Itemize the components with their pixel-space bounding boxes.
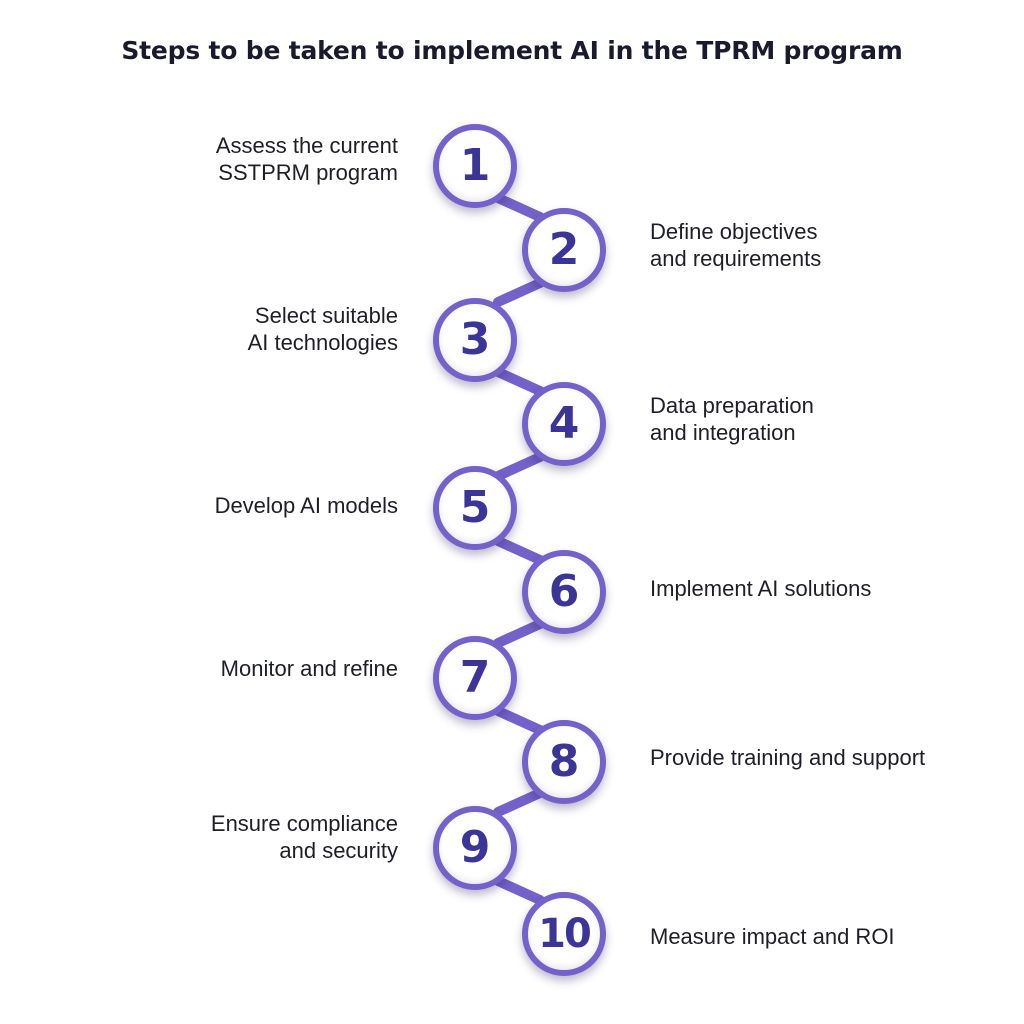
- connector-6-7: [493, 619, 545, 648]
- step-3-circle: 3: [433, 298, 517, 382]
- step-2-label: Define objectives and requirements: [650, 218, 821, 272]
- connector-4-5: [493, 452, 545, 481]
- step-1-label: Assess the current SSTPRM program: [216, 132, 398, 186]
- step-7-number: 7: [459, 652, 491, 703]
- step-8-label: Provide training and support: [650, 744, 925, 771]
- step-1-circle: 1: [433, 124, 517, 208]
- step-6-circle: 6: [522, 550, 606, 634]
- step-4-label: Data preparation and integration: [650, 392, 814, 446]
- step-6-label-line-1: Implement AI solutions: [650, 576, 872, 601]
- step-3-label: Select suitable AI technologies: [248, 302, 398, 356]
- step-2-number: 2: [548, 224, 580, 275]
- step-2-circle: 2: [522, 208, 606, 292]
- step-5-label: Develop AI models: [215, 492, 398, 519]
- step-5-label-line-1: Develop AI models: [214, 493, 398, 518]
- step-1-label-line-1: Assess the current: [215, 133, 398, 158]
- step-10-label-line-1: Measure impact and ROI: [650, 924, 895, 949]
- step-9-label-line-1: Ensure compliance: [210, 811, 398, 836]
- connector-9-10: [493, 876, 545, 905]
- step-9-circle: 9: [433, 806, 517, 890]
- step-9-label-line-2: and security: [279, 838, 398, 863]
- step-4-number: 4: [548, 398, 580, 449]
- step-5-circle: 5: [433, 466, 517, 550]
- step-7-circle: 7: [433, 636, 517, 720]
- step-7-label: Monitor and refine: [221, 655, 398, 682]
- step-10-number: 10: [538, 911, 592, 957]
- connector-8-9: [493, 788, 545, 817]
- step-3-label-line-2: AI technologies: [247, 330, 398, 355]
- step-6-number: 6: [548, 566, 580, 617]
- step-8-number: 8: [548, 736, 580, 787]
- step-10-label: Measure impact and ROI: [650, 923, 895, 950]
- step-10-circle: 10: [522, 892, 606, 976]
- step-8-label-line-1: Provide training and support: [650, 745, 926, 770]
- step-3-label-line-1: Select suitable: [254, 303, 398, 328]
- step-1-number: 1: [459, 140, 491, 191]
- step-5-number: 5: [459, 482, 491, 533]
- step-1-label-line-2: SSTPRM program: [218, 160, 398, 185]
- connector-7-8: [493, 706, 545, 735]
- connector-3-4: [493, 367, 545, 396]
- step-2-label-line-2: and requirements: [650, 246, 822, 271]
- step-4-label-line-2: and integration: [650, 420, 796, 445]
- page-title: Steps to be taken to implement AI in the…: [121, 36, 903, 65]
- step-7-label-line-1: Monitor and refine: [220, 656, 398, 681]
- connector-5-6: [493, 536, 545, 565]
- step-8-circle: 8: [522, 720, 606, 804]
- step-9-number: 9: [459, 822, 491, 873]
- connector-2-3: [493, 278, 545, 307]
- step-3-number: 3: [459, 314, 491, 365]
- step-9-label: Ensure compliance and security: [211, 810, 398, 864]
- step-6-label: Implement AI solutions: [650, 575, 871, 602]
- connector-1-2: [493, 193, 545, 222]
- step-2-label-line-1: Define objectives: [650, 219, 818, 244]
- step-4-label-line-1: Data preparation: [650, 393, 814, 418]
- step-4-circle: 4: [522, 382, 606, 466]
